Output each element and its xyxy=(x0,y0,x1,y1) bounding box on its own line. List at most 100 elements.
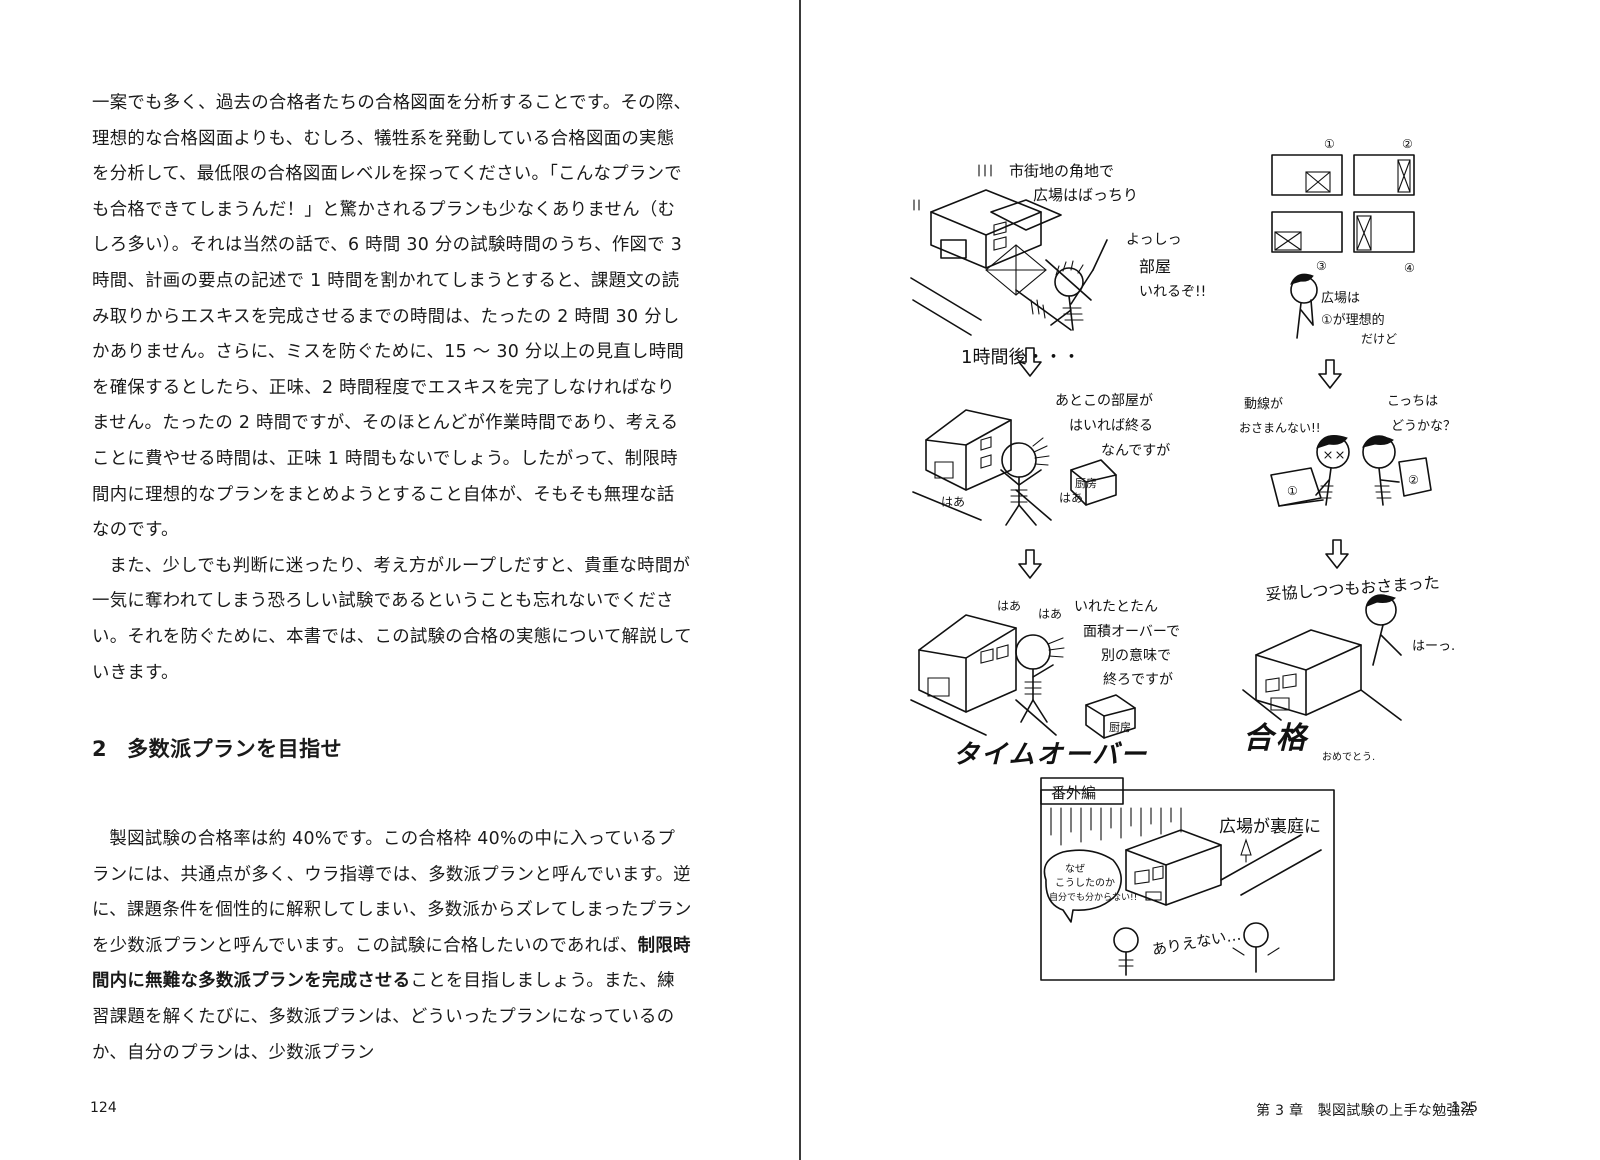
section-heading: 2 多数派プランを目指せ xyxy=(92,733,342,763)
room-label: 厨房 xyxy=(1109,721,1131,734)
panel-area-over: はあ はあ いれたとたん 面積オーバーで 別の意味で 終ろですが xyxy=(910,599,1180,770)
paragraph-text: ことを目指しましょう。また、練習課題を解くたびに、多数派プランは、どういったプラ… xyxy=(92,971,675,1063)
caption: 広場が裏庭に xyxy=(1219,816,1321,837)
street-lines xyxy=(910,259,1092,336)
speech-line: 部屋 xyxy=(1139,257,1171,276)
thought-line: いれたとたん xyxy=(1074,599,1158,615)
page-gutter xyxy=(799,0,801,1160)
sigh-text: はあ xyxy=(1059,491,1083,505)
paragraph: 一案でも多く、過去の合格者たちの合格図面を分析することです。その際、理想的な合格… xyxy=(92,93,692,541)
thought-line: 終ろですが xyxy=(1103,672,1173,688)
option-label: ③ xyxy=(1316,259,1327,273)
relieved-character xyxy=(1365,594,1402,666)
reaction-text: ありえない… xyxy=(1151,926,1243,959)
kitchen-box: 厨房 xyxy=(1085,694,1136,739)
bubble-line: 自分でも分からない!! xyxy=(1049,891,1137,903)
thought-line: あとこの部屋が xyxy=(1055,393,1153,409)
sigh-text: はあ xyxy=(1038,607,1062,621)
building-sketch xyxy=(910,614,1057,736)
thought-line: なんですが xyxy=(1101,443,1170,459)
option-4: ④ xyxy=(1353,211,1415,275)
speech-line: おさまんない!! xyxy=(1239,421,1321,435)
emphasis-text: 制限時間内に無難な多数派プランを完成させる xyxy=(92,935,691,992)
congrats-text: おめでとう. xyxy=(1322,751,1375,763)
bonus-frame xyxy=(1040,789,1335,981)
down-arrow-icon xyxy=(1018,347,1042,377)
pass-banner: 合格 xyxy=(1243,721,1309,756)
speech-bubble xyxy=(1043,849,1122,923)
stressed-character xyxy=(1000,437,1050,526)
option-label: ② xyxy=(1402,137,1413,151)
room-label: 厨房 xyxy=(1075,477,1097,490)
section-title: 多数派プランを目指せ xyxy=(127,737,343,761)
speech-line: こっちは xyxy=(1387,394,1438,409)
building-sketch xyxy=(912,409,1052,521)
page-number: 125 xyxy=(1451,1100,1478,1116)
page-number: 124 xyxy=(90,1100,117,1116)
bonus-tag: 番外編 xyxy=(1051,784,1096,802)
stressed-character xyxy=(1015,634,1065,723)
option-2: ② xyxy=(1353,137,1415,196)
thought-line: 面積オーバーで xyxy=(1083,624,1180,640)
panel-two-students: 動線が おさまんない!! こっちは どうかな？ ① xyxy=(1239,394,1456,507)
thought-line: 広場は xyxy=(1321,291,1360,306)
panel-site-options: ① ② ③ ④ xyxy=(1271,137,1415,346)
bubble-line: こうしたのか xyxy=(1055,877,1115,889)
kitchen-box: 厨房 xyxy=(1070,459,1117,506)
panel-corner-site: 市街地の角地で 広場はばっちり xyxy=(910,162,1206,336)
option-3: ③ xyxy=(1271,211,1343,273)
paragraph-text: 製図試験の合格率は約 40%です。この合格枠 40%の中に入っているプランには、… xyxy=(92,829,692,956)
speech-line: 動線が xyxy=(1244,396,1283,412)
body-text-block-1: 一案でも多く、過去の合格者たちの合格図面を分析することです。その際、理想的な合格… xyxy=(92,86,692,691)
sigh-text: はあ xyxy=(997,599,1021,613)
building-sketch xyxy=(930,189,1062,296)
running-head: 第 3 章 製図試験の上手な勉強法 xyxy=(1256,1103,1475,1119)
down-arrow-icon xyxy=(1325,539,1349,569)
laptop-label: ① xyxy=(1287,484,1298,498)
hatching xyxy=(1050,807,1182,846)
thought-line: はいれば終る xyxy=(1069,418,1153,434)
panel-bonus: 番外編 広場が裏庭に xyxy=(1040,777,1335,981)
paper-sheet: ② xyxy=(1398,457,1432,497)
panel-passed: 妥協しつつもおさまった はーっ. 合格 おめでとう. xyxy=(1242,573,1455,763)
bubble-line: なぜ xyxy=(1065,863,1085,875)
exclamation-marks xyxy=(913,164,992,211)
speech-line: いれるぞ!! xyxy=(1139,284,1206,300)
thought-line: ①が理想的 xyxy=(1321,312,1385,328)
caption: 広場はばっちり xyxy=(1033,186,1138,204)
character-b xyxy=(1362,435,1400,506)
building-sketch xyxy=(1125,829,1322,906)
sigh-text: はあ xyxy=(941,495,965,509)
character-pair xyxy=(1113,922,1280,976)
bonus-tag-box xyxy=(1040,777,1124,805)
thought-line: だけど xyxy=(1361,332,1397,346)
time-over-banner: タイムオーバー xyxy=(953,740,1148,770)
left-page: 一案でも多く、過去の合格者たちの合格図面を分析することです。その際、理想的な合格… xyxy=(0,0,799,1160)
option-1: ① xyxy=(1271,137,1343,196)
paragraph: また、少しでも判断に迷ったり、考え方がループしだすと、貴重な時間が一気に奪われて… xyxy=(92,555,692,683)
thought-line: 別の意味で xyxy=(1101,647,1171,664)
panel-one-room-left: あとこの部屋が はいれば終る なんですが xyxy=(912,393,1170,526)
sheet-label: ② xyxy=(1408,473,1419,487)
down-arrow-icon xyxy=(1318,359,1342,389)
student-character xyxy=(1030,239,1108,331)
right-page: 市街地の角地で 広場はばっちり xyxy=(801,0,1600,1160)
body-text-block-2: 製図試験の合格率は約 40%です。この合格枠 40%の中に入っているプランには、… xyxy=(92,822,692,1071)
relief-text: はーっ. xyxy=(1412,639,1455,654)
time-label-group: 1時間後・・・ xyxy=(961,347,1080,377)
speech-line: どうかな？ xyxy=(1391,419,1456,434)
caption: 市街地の角地で xyxy=(1009,162,1114,180)
character-a xyxy=(1315,435,1350,506)
manga-illustration: 市街地の角地で 広場はばっちり xyxy=(910,137,1456,981)
building-sketch xyxy=(1242,629,1402,721)
down-arrow-icon xyxy=(1018,549,1042,579)
paragraph: 製図試験の合格率は約 40%です。この合格枠 40%の中に入っているプランには、… xyxy=(92,822,692,1071)
option-label: ① xyxy=(1324,137,1335,151)
caption: 妥協しつつもおさまった xyxy=(1265,573,1440,604)
option-label: ④ xyxy=(1404,261,1415,275)
section-number: 2 xyxy=(92,737,108,761)
time-label: 1時間後・・・ xyxy=(961,347,1080,368)
laptop: ① xyxy=(1270,467,1324,507)
speech-line: よっしっ xyxy=(1126,232,1182,248)
